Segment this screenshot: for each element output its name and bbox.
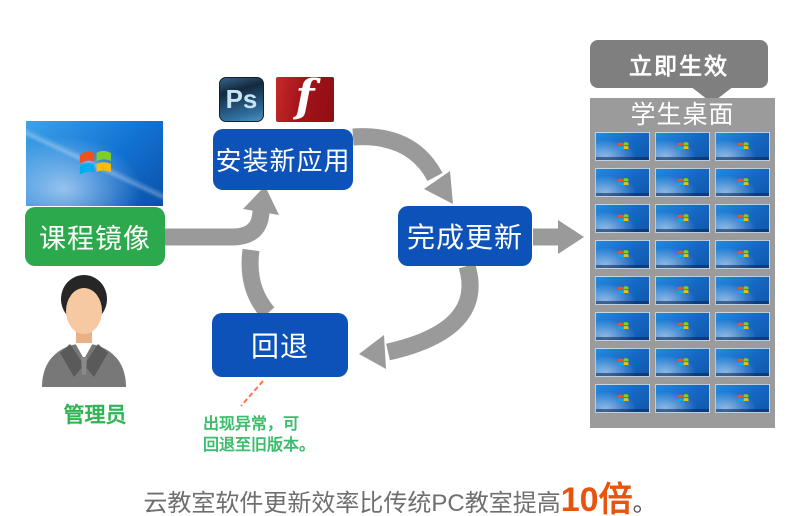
windows-flag-icon (79, 150, 111, 175)
student-desktop-thumbnail (715, 348, 770, 377)
note-leader-line (240, 380, 264, 407)
photoshop-icon-label: Ps (225, 84, 258, 114)
student-desktop-thumbnail (595, 240, 650, 269)
arrow-complete-to-rollback (386, 263, 479, 361)
arrowhead-right (558, 220, 584, 254)
rollback-note: 出现异常，可 回退至旧版本。 (203, 414, 315, 456)
student-desktop-thumbnail (715, 204, 770, 233)
flash-icon-glyph: f (295, 71, 315, 122)
photoshop-icon: Ps (219, 77, 264, 122)
arrowhead-down-right (424, 171, 453, 204)
windows-flag-icon (617, 321, 628, 330)
student-desktop-thumbnail (655, 132, 710, 161)
windows-flag-icon (617, 285, 628, 294)
student-desktop-thumbnail (715, 276, 770, 305)
windows-flag-icon (737, 285, 748, 294)
bottom-caption: 云教室软件更新效率比传统PC教室提高10倍。 (0, 472, 800, 516)
windows-flag-icon (617, 393, 628, 402)
windows-flag-icon (677, 141, 688, 150)
admin-label: 管理员 (63, 404, 127, 427)
caption-highlight: 10倍 (560, 481, 633, 516)
student-desktop-panel: 学生桌面 (590, 98, 775, 428)
student-desktop-thumbnail (715, 132, 770, 161)
arrow-rollback-to-install (241, 248, 275, 319)
windows-flag-icon (677, 321, 688, 330)
student-desktop-thumbnail (655, 348, 710, 377)
instant-effect-callout: 立即生效 (590, 40, 768, 88)
student-desktop-thumbnail (715, 240, 770, 269)
windows-flag-icon (737, 141, 748, 150)
rollback-node: 回退 (212, 313, 348, 377)
install-new-app-node: 安装新应用 (213, 129, 353, 190)
student-desktop-title: 学生桌面 (630, 101, 735, 129)
windows-flag-icon (617, 357, 628, 366)
student-desktop-thumbnail (595, 384, 650, 413)
student-desktop-thumbnail (595, 276, 650, 305)
student-desktop-thumbnail (655, 240, 710, 269)
windows-flag-icon (677, 213, 688, 222)
student-desktop-thumbnail (655, 204, 710, 233)
windows-flag-icon (677, 393, 688, 402)
windows-flag-icon (617, 213, 628, 222)
complete-update-node: 完成更新 (398, 206, 532, 266)
student-desktop-thumbnail (655, 276, 710, 305)
windows-flag-icon (617, 249, 628, 258)
course-image-screenshot (26, 121, 163, 206)
student-desktop-thumbnail (715, 384, 770, 413)
windows-flag-icon (617, 177, 628, 186)
windows-flag-icon (677, 357, 688, 366)
admin-avatar (42, 275, 126, 387)
student-desktop-thumbnail (655, 384, 710, 413)
windows-flag-icon (617, 141, 628, 150)
student-desktop-thumbnail (715, 168, 770, 197)
arrowhead-up (243, 186, 279, 215)
student-desktop-thumbnail (595, 348, 650, 377)
flash-icon: f (276, 71, 334, 122)
caption-period: 。 (632, 490, 657, 516)
windows-flag-icon (737, 393, 748, 402)
course-image-node: 课程镜像 (25, 207, 165, 266)
student-desktop-thumbnail (655, 312, 710, 341)
windows-flag-icon (737, 357, 748, 366)
rollback-note-line2: 回退至旧版本。 (203, 437, 316, 454)
student-desktop-thumbnail (655, 168, 710, 197)
windows-flag-icon (677, 249, 688, 258)
arrow-install-to-complete (352, 128, 443, 182)
windows-flag-icon (677, 285, 688, 294)
caption-text: 云教室软件更新效率比传统PC教室提高 (143, 490, 561, 516)
student-desktop-thumbnail (595, 168, 650, 197)
student-desktop-thumbnail (595, 132, 650, 161)
student-desktop-thumbnail (595, 312, 650, 341)
windows-flag-icon (737, 249, 748, 258)
windows-flag-icon (677, 177, 688, 186)
windows-flag-icon (737, 213, 748, 222)
windows-flag-icon (737, 177, 748, 186)
arrow-course-to-install (165, 209, 270, 246)
windows-flag-icon (737, 321, 748, 330)
arrowhead-left (359, 335, 386, 369)
student-desktop-thumbnail (595, 204, 650, 233)
student-desktop-thumbnail (715, 312, 770, 341)
student-grid (590, 131, 775, 414)
rollback-note-line1: 出现异常，可 (203, 416, 300, 433)
